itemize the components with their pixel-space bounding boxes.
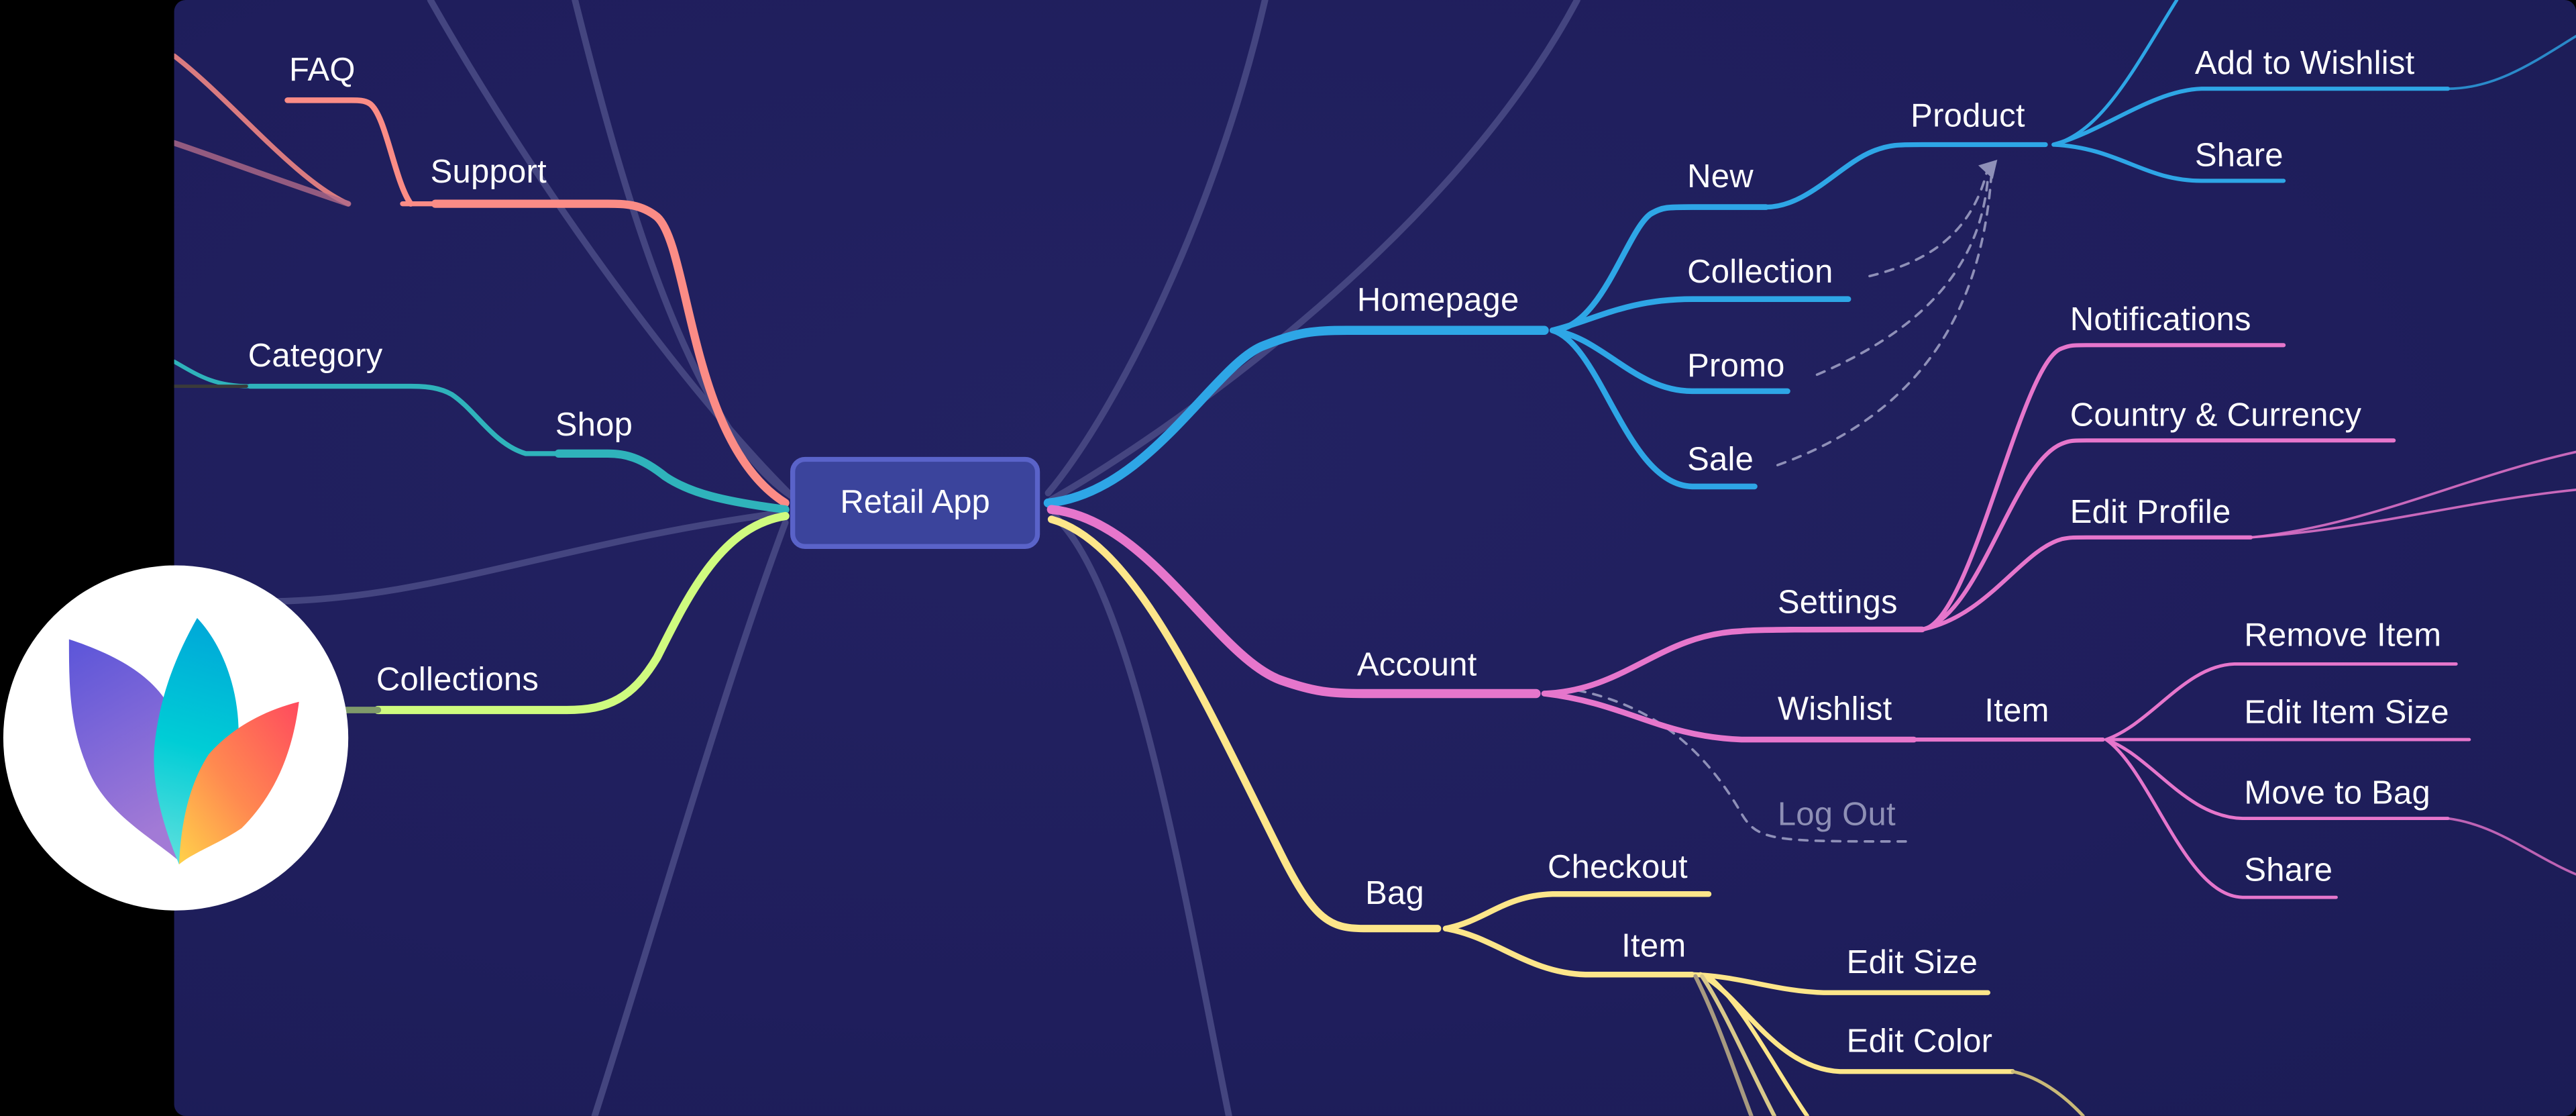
root-node-retail-app[interactable]: Retail App	[790, 456, 1040, 549]
node-wishlist[interactable]: Wishlist	[1777, 692, 1892, 728]
node-shop[interactable]: Shop	[555, 407, 633, 444]
node-edit-color[interactable]: Edit Color	[1846, 1023, 1993, 1060]
node-log-out[interactable]: Log Out	[1777, 797, 1896, 833]
node-new[interactable]: New	[1687, 159, 1754, 196]
node-wishlist-item[interactable]: Item	[1984, 693, 2049, 730]
node-collection[interactable]: Collection	[1687, 254, 1833, 291]
node-collections[interactable]: Collections	[376, 662, 539, 699]
node-remove-item[interactable]: Remove Item	[2244, 617, 2442, 654]
node-promo[interactable]: Promo	[1687, 348, 1785, 385]
node-sale[interactable]: Sale	[1687, 442, 1754, 478]
node-notifications[interactable]: Notifications	[2070, 302, 2251, 339]
node-country-currency[interactable]: Country & Currency	[2070, 397, 2362, 434]
node-settings[interactable]: Settings	[1777, 585, 1898, 621]
dashed-crosslinks	[1576, 159, 1998, 843]
node-edit-profile[interactable]: Edit Profile	[2070, 495, 2231, 531]
node-add-to-wishlist[interactable]: Add to Wishlist	[2194, 46, 2415, 83]
node-edit-size[interactable]: Edit Size	[1846, 945, 1978, 982]
node-product[interactable]: Product	[1911, 98, 2025, 135]
node-move-to-bag[interactable]: Move to Bag	[2244, 775, 2431, 812]
three-leaf-logo-icon	[68, 617, 299, 865]
node-support[interactable]: Support	[430, 154, 547, 191]
node-account[interactable]: Account	[1356, 647, 1477, 684]
node-wishlist-share[interactable]: Share	[2244, 853, 2333, 889]
ghost-lines	[259, 0, 1580, 1116]
node-product-share[interactable]: Share	[2194, 138, 2284, 174]
app-logo-badge	[3, 565, 349, 911]
node-category[interactable]: Category	[248, 338, 383, 375]
root-node-label: Retail App	[840, 484, 990, 521]
node-homepage[interactable]: Homepage	[1356, 283, 1519, 319]
node-checkout[interactable]: Checkout	[1547, 850, 1688, 886]
node-edit-item-size[interactable]: Edit Item Size	[2244, 695, 2449, 731]
node-faq[interactable]: FAQ	[289, 52, 356, 89]
node-bag[interactable]: Bag	[1365, 876, 1425, 913]
node-bag-item[interactable]: Item	[1621, 928, 1686, 965]
